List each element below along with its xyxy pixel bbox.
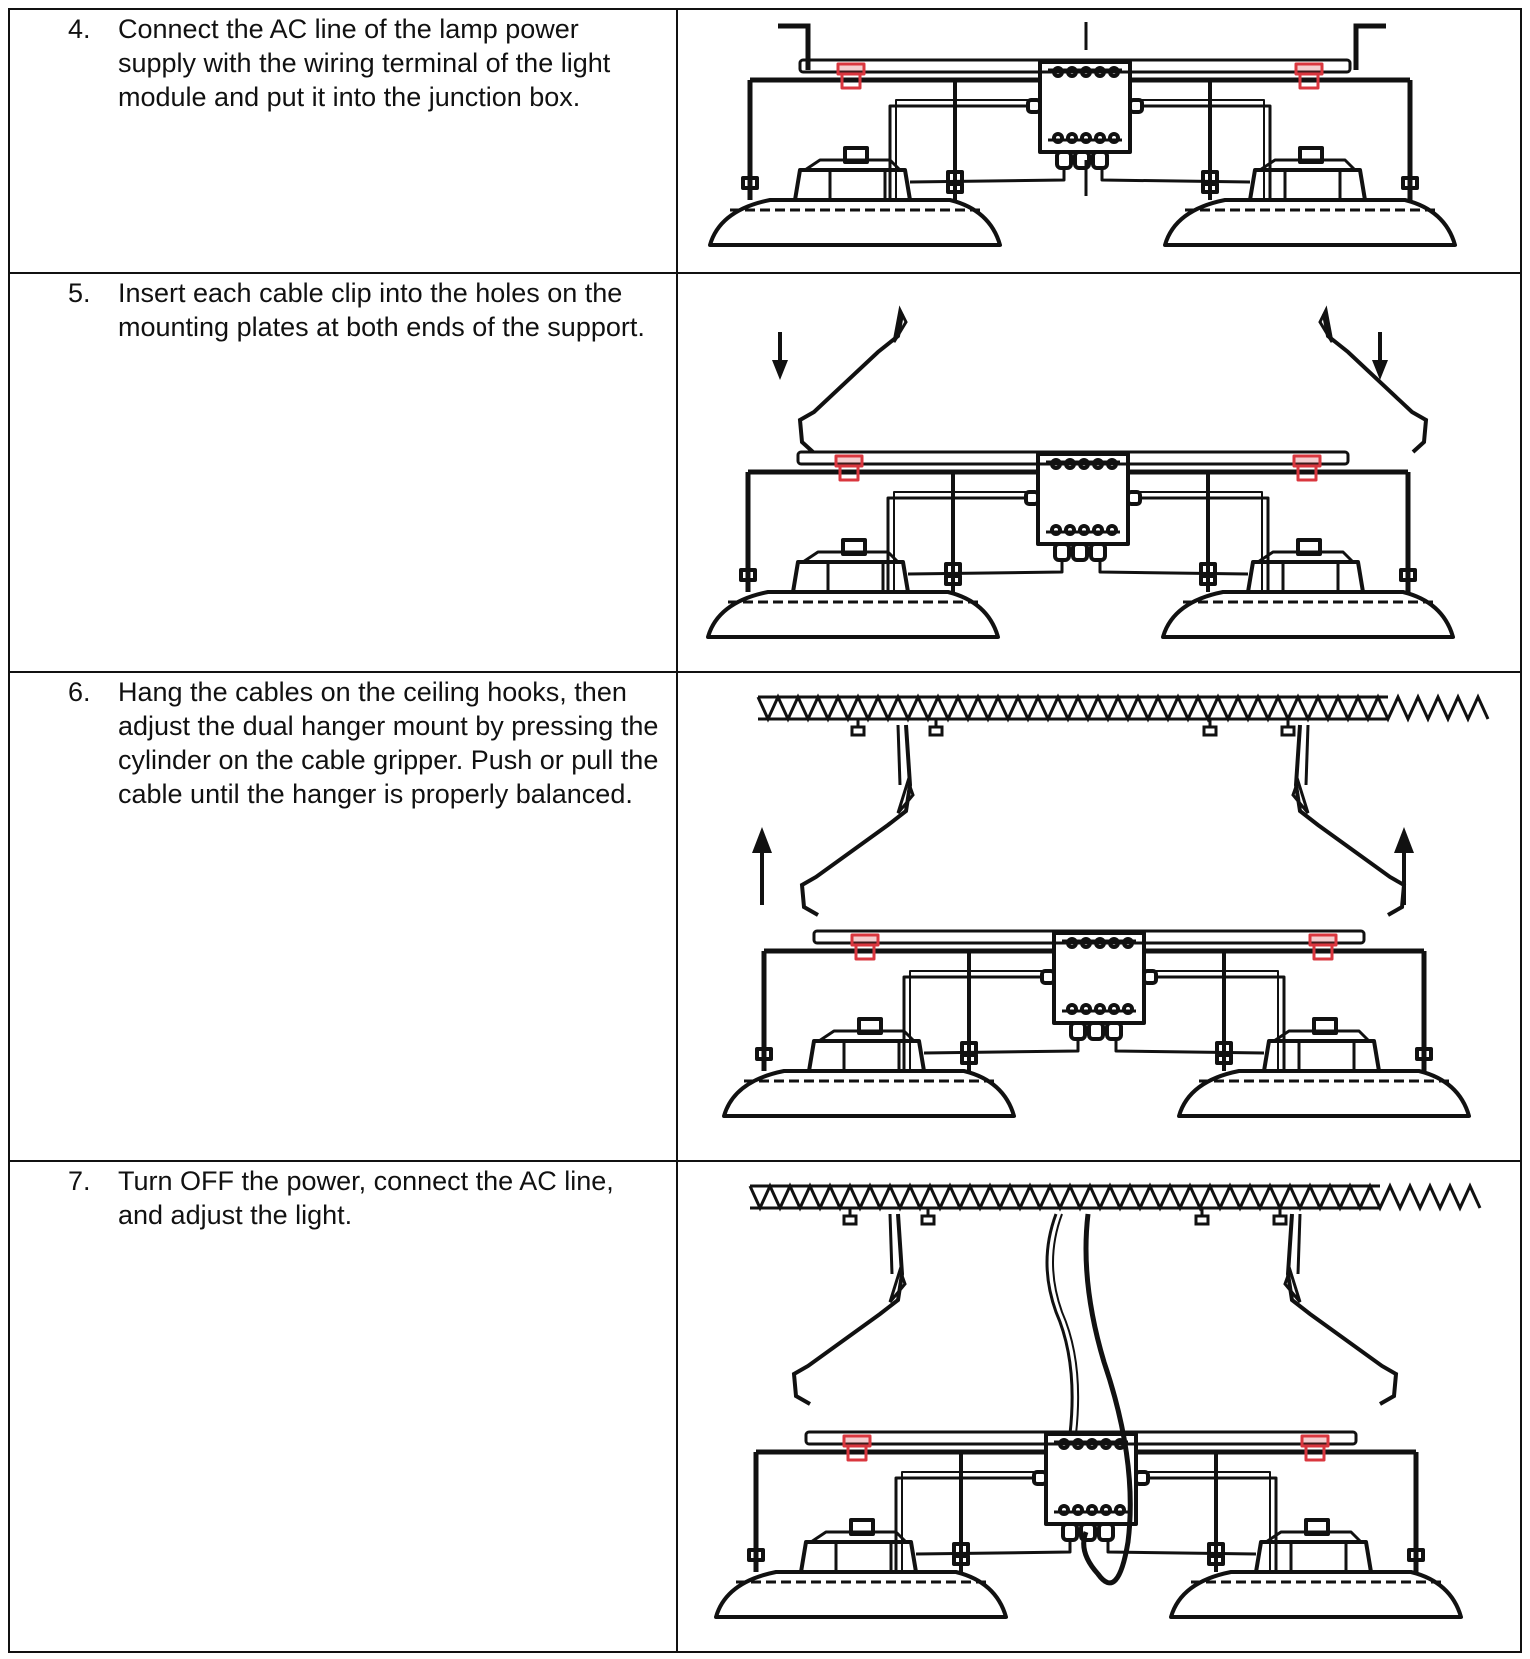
fixture-assembly (716, 1432, 1461, 1617)
junction-box-wiring-figure (678, 22, 1520, 272)
step-6: 6. Hang the cables on the ceiling hooks,… (10, 673, 676, 811)
step-number: 6. (68, 677, 91, 707)
step-text-cell: 7. Turn OFF the power, connect the AC li… (8, 1160, 678, 1653)
step-5: 5. Insert each cable clip into the holes… (10, 274, 676, 344)
hanging-cables (800, 723, 1406, 917)
fixture-assembly (708, 452, 1453, 637)
step-number: 4. (68, 14, 91, 44)
hanging-cables (792, 1212, 1398, 1406)
cable-clip-insertion-figure (678, 305, 1520, 671)
step-row-4: 4. Connect the AC line of the lamp power… (8, 8, 1522, 274)
step-figure-cell (676, 272, 1522, 673)
step-text-cell: 6. Hang the cables on the ceiling hooks,… (8, 671, 678, 1162)
step-description: Insert each cable clip into the holes on… (118, 278, 645, 342)
step-description: Connect the AC line of the lamp power su… (118, 14, 611, 112)
step-figure-cell (676, 671, 1522, 1162)
step-row-6: 6. Hang the cables on the ceiling hooks,… (8, 671, 1522, 1162)
up-arrow-icon (752, 827, 1414, 905)
step-number: 7. (68, 1166, 91, 1196)
step-row-7: 7. Turn OFF the power, connect the AC li… (8, 1160, 1522, 1653)
step-description: Turn OFF the power, connect the AC line,… (118, 1166, 614, 1230)
fixture-assembly (710, 60, 1455, 245)
cable-clips (797, 305, 1429, 454)
step-figure-cell (676, 8, 1522, 274)
ceiling-hang-balance-figure (678, 695, 1490, 1160)
step-description: Hang the cables on the ceiling hooks, th… (118, 677, 659, 809)
bracket-hooks (778, 23, 1386, 70)
step-text-cell: 4. Connect the AC line of the lamp power… (8, 8, 678, 274)
step-figure-cell (676, 1160, 1522, 1653)
step-text-cell: 5. Insert each cable clip into the holes… (8, 272, 678, 673)
step-number: 5. (68, 278, 91, 308)
step-4: 4. Connect the AC line of the lamp power… (10, 10, 676, 114)
step-7: 7. Turn OFF the power, connect the AC li… (10, 1162, 676, 1232)
down-arrow-icon (772, 332, 1388, 380)
step-row-5: 5. Insert each cable clip into the holes… (8, 272, 1522, 673)
ceiling (756, 695, 1490, 737)
ceiling (748, 1184, 1482, 1226)
fixture-assembly (724, 931, 1469, 1116)
instruction-table: 4. Connect the AC line of the lamp power… (8, 8, 1522, 1653)
ac-line-cable (1045, 1213, 1133, 1586)
ac-line-connection-figure (678, 1184, 1482, 1651)
